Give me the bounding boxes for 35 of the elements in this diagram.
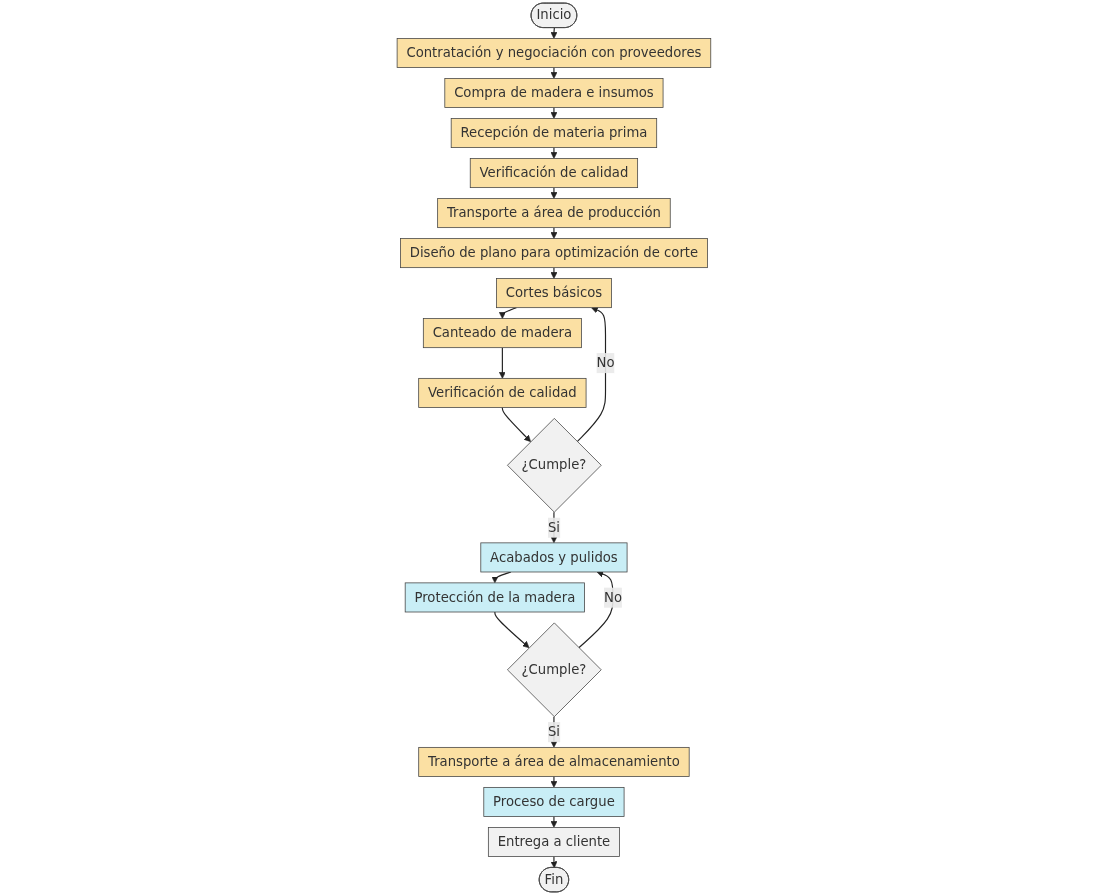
- node-box: Acabados y pulidos: [479, 542, 628, 573]
- arrow: [550, 267, 557, 279]
- arrow: [550, 815, 557, 828]
- node-box: Recepción de materia prima: [450, 118, 657, 148]
- node-box: Verificación de calidad: [469, 158, 638, 188]
- node-box: Cortes básicos: [495, 278, 612, 309]
- edge-label: No: [603, 589, 622, 605]
- arrow: [501, 406, 531, 442]
- edge-label: Si: [547, 723, 560, 740]
- arrow: [550, 227, 557, 239]
- edge-label: Si: [547, 519, 560, 535]
- arrow: [493, 611, 529, 649]
- arrow: [498, 347, 506, 379]
- arrow: [498, 307, 517, 319]
- node-box: Transporte a área de almacenamiento: [417, 747, 690, 777]
- node-box: Contratación y negociación con proveedores: [396, 38, 711, 68]
- node-box: Proceso de cargue: [482, 787, 625, 817]
- arrow: [576, 306, 606, 443]
- arrow: [550, 775, 557, 788]
- arrow: [550, 147, 557, 159]
- node-box: Verificación de calidad: [417, 377, 587, 408]
- node-box: Diseño de plano para optimización de corte: [399, 238, 708, 269]
- arrow: [550, 67, 557, 79]
- arrow: [550, 27, 557, 39]
- node-box: Canteado de madera: [422, 318, 582, 349]
- node-box: Compra de madera e insumos: [444, 78, 663, 108]
- node-box: Entrega a cliente: [487, 827, 620, 857]
- node-diamond: ¿Cumple?: [506, 622, 602, 718]
- arrow: [550, 107, 557, 119]
- edge-label: No: [596, 354, 615, 371]
- arrow: [550, 187, 557, 199]
- arrow: [550, 855, 557, 869]
- node-diamond: ¿Cumple?: [506, 418, 602, 513]
- node-box: Protección de la madera: [404, 582, 585, 613]
- node-box: Transporte a área de producción: [436, 198, 671, 229]
